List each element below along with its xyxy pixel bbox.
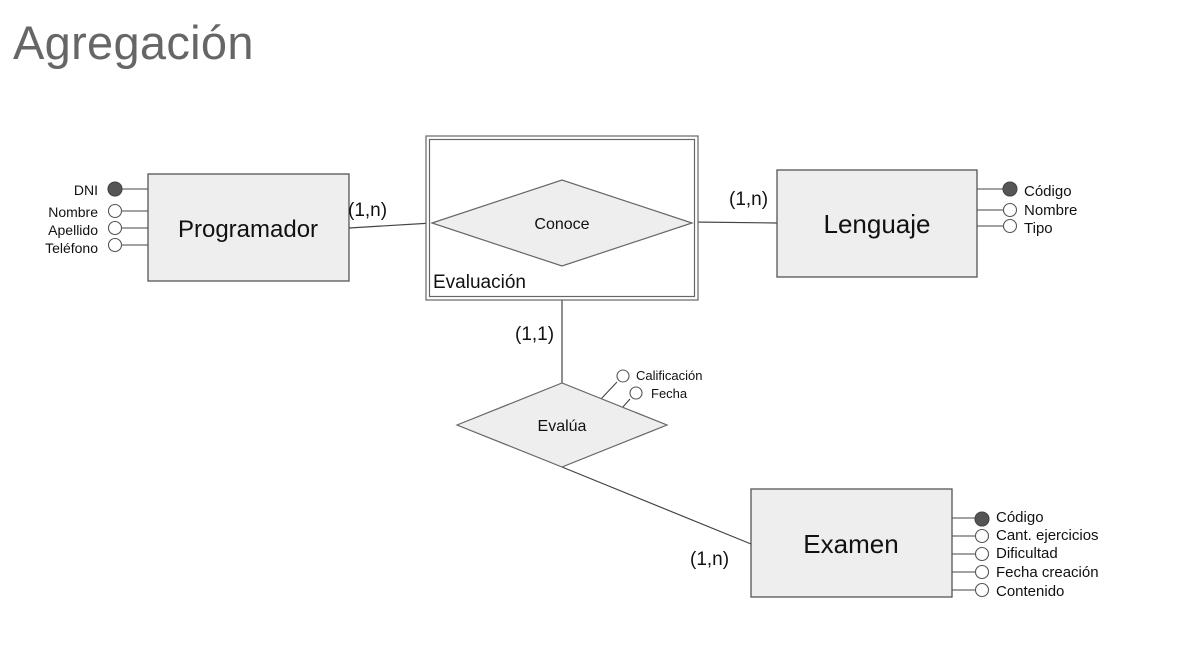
programador-box: [147, 173, 350, 282]
examen-attr-cant-ejercicios: Cant. ejercicios: [996, 527, 1099, 544]
key-attribute-dot: [974, 511, 990, 527]
examen-box: [750, 488, 953, 598]
page-title: Agregación: [13, 16, 254, 69]
attribute-dot: [974, 564, 990, 580]
lenguaje-attr-nombre: Nombre: [1024, 202, 1077, 219]
attribute-dot: [616, 369, 630, 383]
programador-label: Programador: [178, 216, 318, 243]
relationship-evalua: Evalúa Calificación Fecha: [455, 368, 702, 468]
lenguaje-label: Lenguaje: [824, 209, 931, 239]
key-attribute-dot: [107, 181, 123, 197]
examen-attr-dificultad: Dificultad: [996, 545, 1058, 562]
attribute-dot: [974, 546, 990, 562]
conoce-label: Conoce: [534, 216, 589, 233]
evalua-attr-line-calificacion: [600, 381, 618, 400]
evalua-attr-calificacion: Calificación: [636, 368, 702, 383]
attribute-dot: [974, 582, 990, 598]
lenguaje-attr-tipo: Tipo: [1024, 220, 1053, 237]
evalua-examen-line: [561, 466, 752, 545]
examen-label: Examen: [803, 529, 898, 559]
evalua-diamond: [455, 382, 669, 468]
examen-key-attr: Código: [996, 509, 1044, 526]
attribute-dot: [1002, 202, 1018, 218]
evalua-attr-line-fecha: [621, 398, 631, 409]
lenguaje-key-attr: Código: [1024, 183, 1072, 200]
relationship-conoce: Conoce: [430, 179, 694, 267]
programador-attr-telefono: Teléfono: [45, 240, 98, 256]
examen-attr-contenido: Contenido: [996, 583, 1064, 600]
aggregation-label: Evaluación: [433, 272, 526, 293]
lenguaje-box: [776, 169, 978, 278]
cardinality-evalua-examen: (1,n): [690, 549, 729, 570]
attribute-dot: [974, 528, 990, 544]
aggregation-inner-border: [428, 138, 696, 298]
key-attribute-dot: [1002, 181, 1018, 197]
attribute-dot: [107, 220, 123, 236]
attribute-dot: [107, 203, 123, 219]
entity-examen: Examen Código Cant. ejercicios Dificulta…: [750, 488, 1099, 600]
programador-conoce-line: [348, 222, 433, 229]
cardinality-programador-conoce: (1,n): [348, 200, 387, 221]
evalua-attr-fecha: Fecha: [651, 386, 688, 401]
programador-attr-apellido: Apellido: [48, 222, 98, 238]
programador-attr-nombre: Nombre: [48, 204, 98, 220]
conoce-diamond: [430, 179, 694, 267]
conoce-lenguaje-line: [691, 221, 778, 224]
evalua-label: Evalúa: [538, 418, 587, 435]
attribute-dot: [629, 386, 643, 400]
attribute-dot: [107, 237, 123, 253]
cardinality-evaluacion-evalua: (1,1): [515, 324, 554, 345]
entity-programador: Programador DNI Nombre Apellido Teléfono: [45, 173, 350, 282]
cardinality-conoce-lenguaje: (1,n): [729, 189, 768, 210]
examen-attr-fecha-creacion: Fecha creación: [996, 564, 1099, 581]
entity-lenguaje: Lenguaje Código Nombre Tipo: [776, 169, 1077, 278]
programador-key-attr: DNI: [74, 182, 98, 198]
attribute-dot: [1002, 218, 1018, 234]
